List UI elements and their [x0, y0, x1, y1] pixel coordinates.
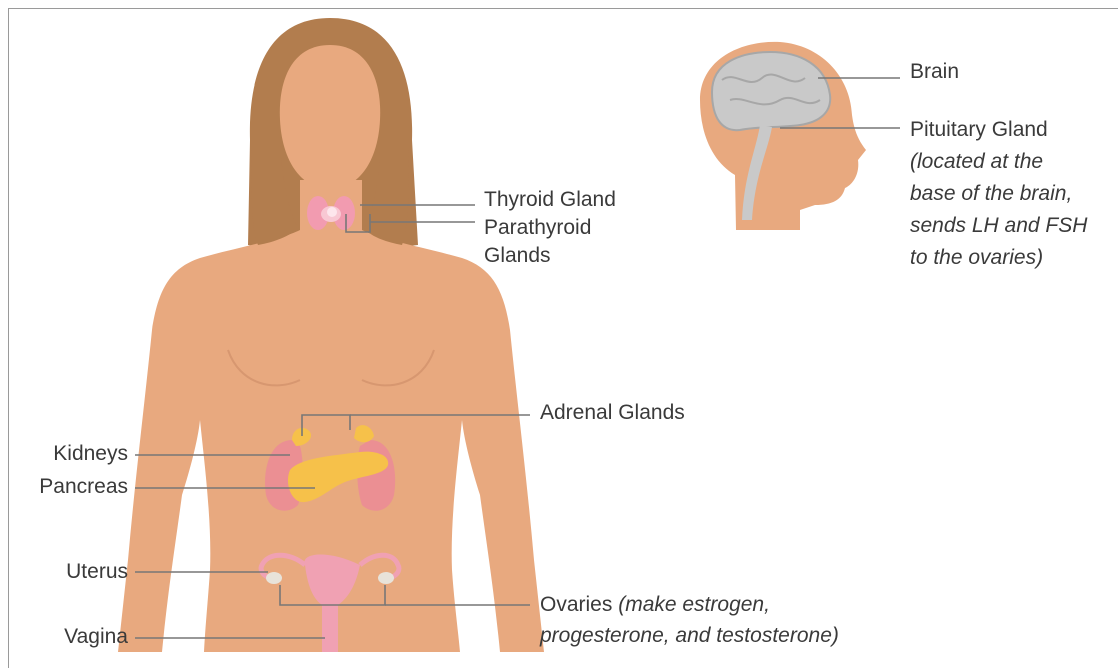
label-pancreas: Pancreas [10, 475, 128, 499]
head-profile [700, 42, 866, 230]
label-kidneys: Kidneys [20, 442, 128, 466]
label-pituitary-note-1: (located at the [910, 150, 1043, 174]
label-ovaries-note: (make estrogen, [618, 593, 770, 616]
label-pituitary-note-3: sends LH and FSH [910, 214, 1087, 238]
label-uterus: Uterus [20, 560, 128, 584]
label-parathyroid-2: Glands [484, 244, 551, 268]
label-ovaries-name: Ovaries [540, 593, 612, 616]
label-ovaries-note-2: progesterone, and testosterone) [540, 624, 839, 648]
label-ovaries: Ovaries (make estrogen, [540, 593, 770, 617]
label-adrenal: Adrenal Glands [540, 401, 685, 425]
label-parathyroid-1: Parathyroid [484, 216, 591, 240]
brain [712, 52, 830, 130]
label-pituitary-note-4: to the ovaries) [910, 246, 1043, 270]
label-brain: Brain [910, 60, 959, 84]
endocrine-diagram [0, 0, 1118, 652]
label-pituitary-note-2: base of the brain, [910, 182, 1072, 206]
label-thyroid: Thyroid Gland [484, 188, 616, 212]
label-pituitary: Pituitary Gland [910, 118, 1048, 142]
face [280, 45, 380, 190]
label-vagina: Vagina [20, 625, 128, 649]
